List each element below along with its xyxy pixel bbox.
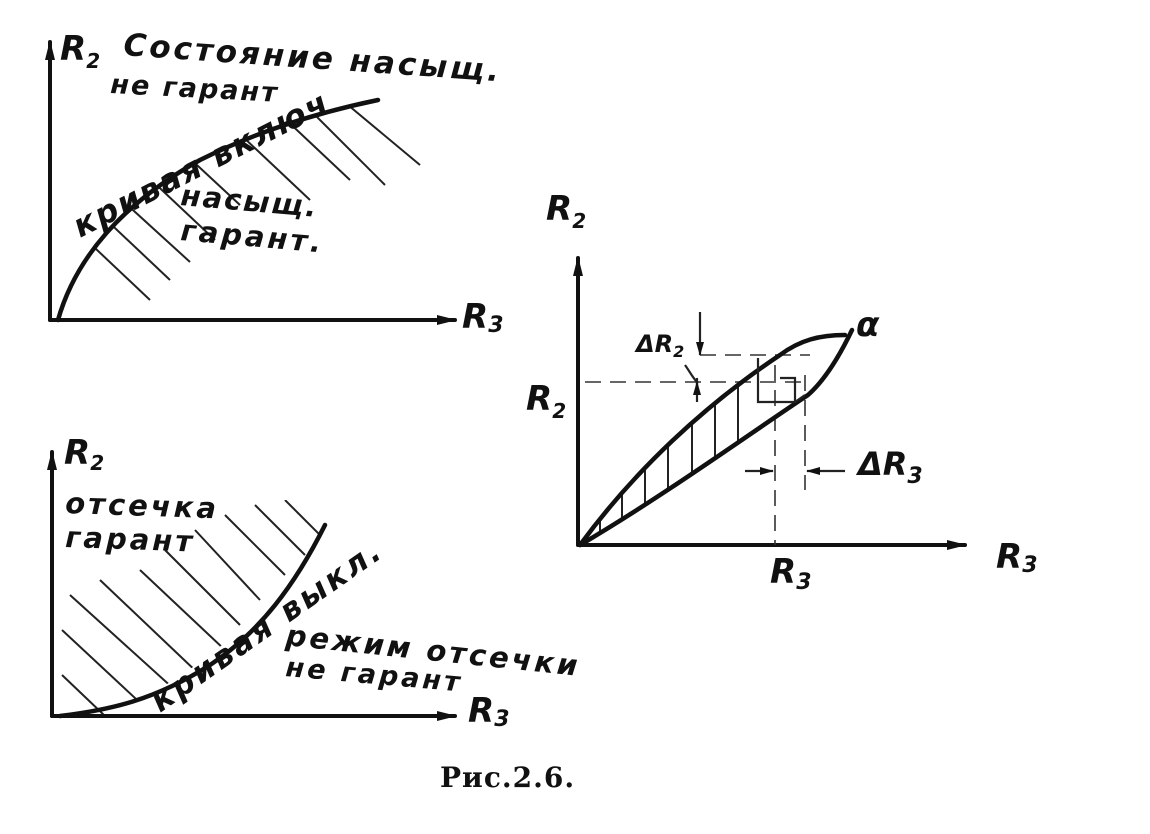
- delta-r2-leader: [684, 364, 698, 383]
- panel-bottom-left: R2 R3 отсечка гарант кривая выкл. режим …: [47, 433, 582, 732]
- alpha-label: α: [856, 305, 880, 345]
- x-axis-label: R3: [462, 297, 504, 338]
- delta-r2-label: ΔR2: [634, 330, 684, 361]
- hatch-region: [61, 500, 325, 716]
- x-axis-label: R3: [996, 537, 1038, 578]
- lower-branch-curve: [577, 327, 855, 548]
- switch-off-curve: [57, 522, 328, 719]
- delta-r3-label: ΔR3: [855, 445, 923, 489]
- y-axis-label: R2: [60, 29, 100, 73]
- figure-caption: Рис.2.6.: [440, 761, 575, 794]
- r2-value-label: R2: [526, 379, 566, 423]
- panel-top-left: R2 R3 Состояние насыщ. не гарант кривая …: [45, 27, 504, 338]
- upper-branch-curve: [577, 332, 848, 548]
- r3-value-label: R3: [770, 552, 812, 595]
- step-box-link: [794, 394, 806, 403]
- y-axis-label: R2: [64, 433, 104, 475]
- x-axis-label: R3: [468, 691, 510, 732]
- cutoff-region-text-2: гарант: [65, 520, 196, 559]
- switch-on-curve: [55, 97, 381, 323]
- y-axis-label: R2: [546, 189, 586, 233]
- unsaturated-state-text-2: не гарант: [110, 69, 280, 109]
- panel-right: R2 R3 ΔR2 R2 R3 ΔR3 α: [526, 189, 1038, 595]
- cutoff-region-text: отсечка: [65, 486, 220, 525]
